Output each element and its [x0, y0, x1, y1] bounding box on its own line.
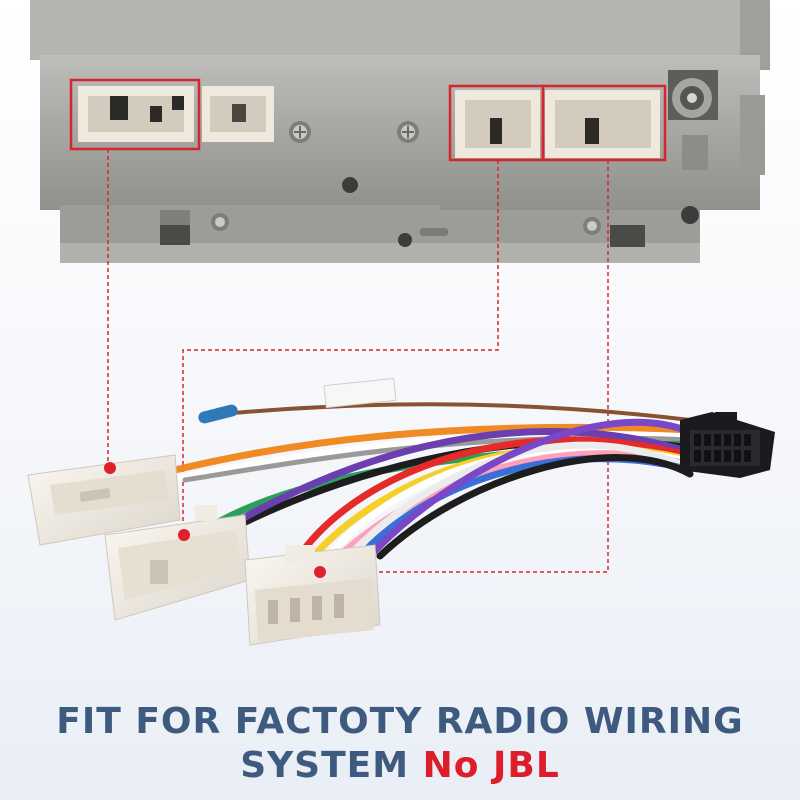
leader-line-middle — [182, 160, 499, 535]
radio-lower-bracket — [60, 205, 700, 245]
screw-1 — [289, 121, 311, 143]
highlight-box-left — [69, 78, 201, 151]
headline: FIT FOR FACTOTY RADIO WIRING SYSTEM No J… — [0, 700, 800, 788]
antenna-jack — [668, 70, 718, 170]
headline-accent: No JBL — [422, 745, 560, 786]
leader-lines — [107, 149, 609, 573]
leader-line-right — [320, 160, 609, 573]
highlight-boxes — [69, 78, 667, 162]
radio-connector-right-a — [455, 90, 540, 158]
aftermarket-16pin-plug — [680, 412, 775, 478]
marker-dots — [104, 462, 326, 578]
marker-dot-right — [314, 566, 326, 578]
harness-connector-left — [27, 454, 181, 546]
radio-connector-left-small — [202, 86, 274, 142]
screw-3 — [211, 213, 229, 231]
headline-line-1: FIT FOR FACTOTY RADIO WIRING — [56, 701, 744, 742]
radio-connector-right-b — [545, 90, 660, 158]
wire-label-tag — [323, 377, 397, 409]
wire-bundle — [171, 402, 694, 564]
radio-connector-left-16pin — [78, 86, 194, 142]
highlight-box-right-b — [541, 84, 667, 162]
headline-line-2-main: SYSTEM — [240, 745, 410, 786]
screw-2 — [397, 121, 419, 143]
blue-wire-cap — [198, 404, 238, 424]
radio-top-cover — [30, 0, 770, 60]
marker-dot-left — [104, 462, 116, 474]
harness-connector-right — [244, 544, 381, 646]
screw-4 — [583, 217, 601, 235]
marker-dot-middle — [178, 529, 190, 541]
headline-line-2: SYSTEM No JBL — [0, 744, 800, 788]
